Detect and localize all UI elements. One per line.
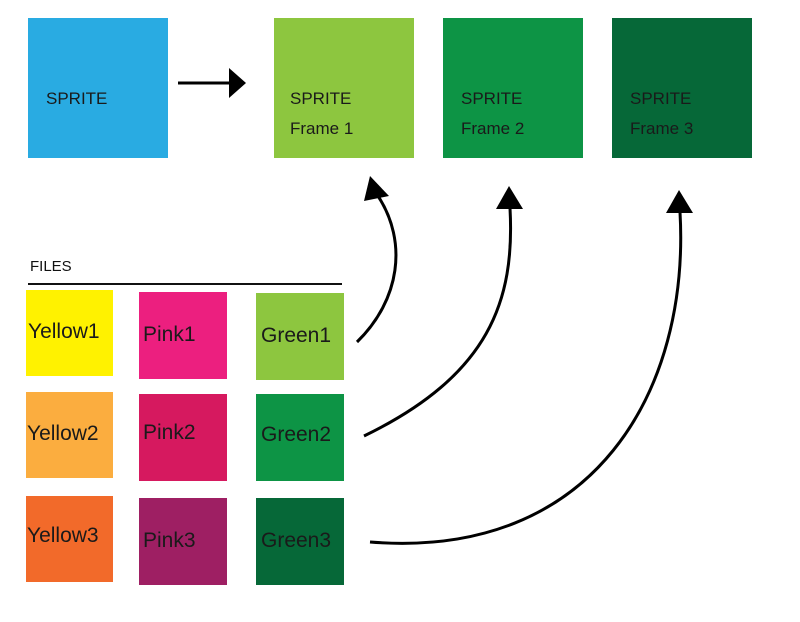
frame-3-title: SPRITE xyxy=(630,89,692,108)
frame-3-label: Frame 3 xyxy=(630,119,694,138)
file-tile-yellow1: Yellow1 xyxy=(26,290,113,376)
file-label-pink3: Pink3 xyxy=(143,529,196,552)
file-label-pink2: Pink2 xyxy=(143,421,196,444)
arrow-sprite-to-frame1 xyxy=(178,68,246,98)
arrow-green3-to-frame3 xyxy=(369,190,693,545)
file-tile-yellow3: Yellow3 xyxy=(26,496,113,582)
frame-1-label: Frame 1 xyxy=(290,119,354,138)
file-label-yellow2: Yellow2 xyxy=(27,422,99,445)
source-sprite-box: SPRITE xyxy=(28,18,168,158)
arrow-green2-to-frame2 xyxy=(363,186,523,438)
file-label-yellow3: Yellow3 xyxy=(27,524,99,547)
file-tile-green3: Green3 xyxy=(256,498,344,585)
file-label-green2: Green2 xyxy=(261,423,332,446)
files-heading: FILES xyxy=(30,258,72,275)
file-tile-yellow2: Yellow2 xyxy=(26,392,113,478)
frame-2-label: Frame 2 xyxy=(461,119,525,138)
frame-2-box: SPRITE Frame 2 xyxy=(443,18,583,158)
file-label-yellow1: Yellow1 xyxy=(28,320,100,343)
file-tile-green1: Green1 xyxy=(256,293,344,380)
frame-3-box: SPRITE Frame 3 xyxy=(612,18,752,158)
file-tile-pink1: Pink1 xyxy=(139,292,227,379)
file-label-green1: Green1 xyxy=(261,324,332,347)
frame-1-title: SPRITE xyxy=(290,89,352,108)
arrow-green1-to-frame1 xyxy=(355,176,398,344)
file-label-pink1: Pink1 xyxy=(143,323,196,346)
file-tile-pink2: Pink2 xyxy=(139,394,227,481)
frame-1-box: SPRITE Frame 1 xyxy=(274,18,414,158)
file-label-green3: Green3 xyxy=(261,529,332,552)
file-tile-pink3: Pink3 xyxy=(139,498,227,585)
file-tile-green2: Green2 xyxy=(256,394,344,481)
frame-2-title: SPRITE xyxy=(461,89,523,108)
source-sprite-title: SPRITE xyxy=(46,89,108,108)
files-divider xyxy=(28,283,342,285)
